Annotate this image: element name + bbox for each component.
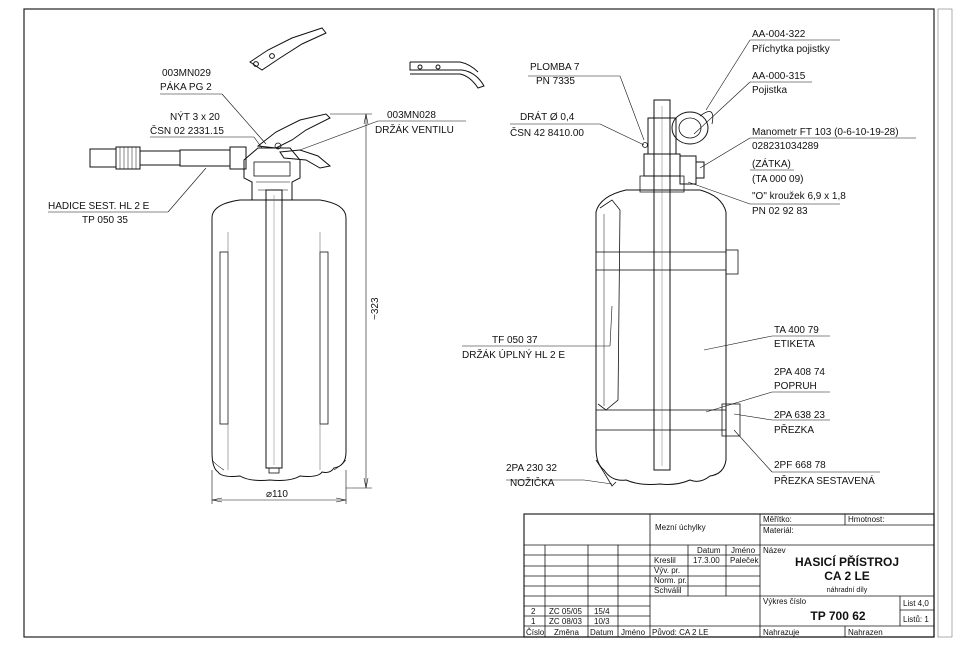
tb-datum-header: Datum [697, 546, 721, 555]
lever-part-detail [249, 27, 327, 71]
label-etiketa-name: ETIKETA [774, 339, 815, 350]
tb-role-norm: Norm. pr. [654, 576, 687, 585]
tb-material: Materiál: [763, 526, 794, 535]
label-pojistka-code: AA-000-315 [752, 71, 806, 82]
tb-jmeno-header: Jméno [731, 546, 756, 555]
label-nozicka-code: 2PA 230 32 [506, 463, 557, 474]
tb-povod: Původ: CA 2 LE [652, 628, 708, 637]
label-pojistka-name: Pojistka [752, 85, 787, 96]
label-drat-name: DRÁT Ø 0,4 [520, 110, 575, 123]
tb-hmotnost: Hmotnost: [848, 515, 884, 524]
holder-part-detail [409, 61, 485, 89]
right-siphon-tube [653, 99, 671, 471]
tb-nazev-header: Název [763, 546, 786, 555]
label-krouzek-code: PN 02 92 83 [752, 206, 808, 217]
label-plomba-name: PLOMBA 7 [530, 62, 580, 73]
tb-merilko: Měřítko: [763, 515, 792, 524]
tb-subtitle: náhradní díly [827, 587, 868, 594]
label-zatka-code: (TA 000 09) [752, 174, 804, 185]
label-manometr-name: Manometr FT 103 (0-6-10-19-28) [752, 127, 899, 138]
label-drzak-name: DRŽÁK VENTILU [375, 123, 454, 136]
tb-rev-header-jmeno: Jméno [621, 628, 646, 637]
tb-rev-header-datum: Datum [590, 628, 614, 637]
label-prichytka-code: AA-004-322 [752, 29, 806, 40]
tb-kreslil-date: 17.3.00 [693, 556, 720, 565]
label-drat-std: ČSN 42 8410.00 [510, 126, 584, 139]
tb-vykres-cislo-label: Výkres číslo [763, 597, 807, 606]
label-drzak-uplny-name: DRŽÁK ÚPLNÝ HL 2 E [462, 348, 565, 361]
tb-role-kreslil: Kreslil [654, 556, 676, 565]
frame-margin [937, 8, 953, 638]
tb-rev-cislo: 1 [531, 617, 536, 626]
label-prezka-name: PŘEZKA [774, 423, 814, 436]
label-nyt-code: NÝT 3 x 20 [170, 110, 220, 123]
label-zatka: (ZÁTKA) [752, 157, 791, 170]
tb-rev-zmena: ZC 05/05 [549, 607, 582, 616]
dimension-diameter: ⌀110 [266, 489, 288, 500]
label-prezka-code: 2PA 638 23 [774, 410, 825, 421]
right-labels: PLOMBA 7 PN 7335 DRÁT Ø 0,4 ČSN 42 8410.… [462, 29, 899, 489]
tb-title-line2: CA 2 LE [824, 569, 870, 583]
title-block-text: Měřítko: Hmotnost: Materiál: Mezní úchyl… [526, 515, 929, 637]
tb-kreslil-name: Paleček [730, 556, 759, 565]
tb-rev-header-cislo: Číslo [526, 628, 545, 637]
tb-role-schvalil: Schválil [654, 586, 682, 595]
manometer [679, 155, 697, 185]
drawing-frame [23, 8, 935, 638]
label-paka-name: PÁKA PG 2 [160, 80, 212, 93]
label-drzak-uplny-code: TF 050 37 [492, 335, 538, 346]
label-drzak-code: 003MN028 [387, 110, 436, 121]
left-view [89, 113, 372, 504]
label-manometr-code: 028231034289 [752, 141, 819, 152]
safety-pin-ring [671, 111, 709, 145]
left-labels: 003MN029 PÁKA PG 2 NÝT 3 x 20 ČSN 02 233… [48, 68, 454, 500]
tb-list: List 4,0 [903, 599, 929, 608]
tb-rev-cislo: 2 [531, 607, 536, 616]
tb-rev-zmena: ZC 08/03 [549, 617, 582, 626]
tb-nahrazen: Nahrazen [848, 628, 883, 637]
label-paka-code: 003MN029 [162, 68, 211, 79]
tb-title-line1: HASICÍ PŘÍSTROJ [795, 554, 899, 569]
tb-rev-header-zmena: Změna [554, 628, 579, 637]
tb-rev-datum: 15/4 [594, 607, 610, 616]
label-nyt-std: ČSN 02 2331.15 [150, 124, 224, 137]
label-prezka-sest-name: PŘEZKA SESTAVENÁ [774, 474, 875, 487]
tb-mezni-uchylky: Mezní úchylky [655, 523, 706, 532]
tb-rev-datum: 10/3 [594, 617, 610, 626]
tb-role-vyv: Výv. pr. [654, 566, 680, 575]
label-hadice-code: TP 050 35 [82, 215, 128, 226]
label-plomba-code: PN 7335 [536, 76, 575, 87]
label-prichytka-name: Příchytka pojistky [752, 44, 830, 55]
label-hadice-name: HADICE SEST. HL 2 E [48, 201, 150, 212]
dimension-height: ~323 [370, 297, 381, 320]
tb-vykres-cislo: TP 700 62 [810, 609, 865, 623]
label-etiketa-code: TA 400 79 [774, 325, 819, 336]
right-view [595, 99, 741, 487]
left-handle [279, 149, 332, 169]
label-prezka-sest-code: 2PF 668 78 [774, 460, 826, 471]
tb-listu: Listů: 1 [903, 615, 929, 624]
title-block [523, 513, 935, 638]
left-cylinder-body [211, 199, 347, 481]
label-popruh-name: POPRUH [774, 381, 817, 392]
right-cylinder-body [595, 189, 727, 485]
left-leaders [48, 93, 466, 213]
label-krouzek: "O" kroužek 6,9 x 1,8 [752, 191, 846, 202]
left-hose [89, 146, 247, 170]
label-popruh-code: 2PA 408 74 [774, 367, 825, 378]
left-valve [243, 147, 301, 200]
tb-nahrazuje: Nahrazuje [763, 628, 800, 637]
right-leaders [462, 39, 916, 485]
label-nozicka-name: NOŽIČKA [510, 476, 555, 489]
